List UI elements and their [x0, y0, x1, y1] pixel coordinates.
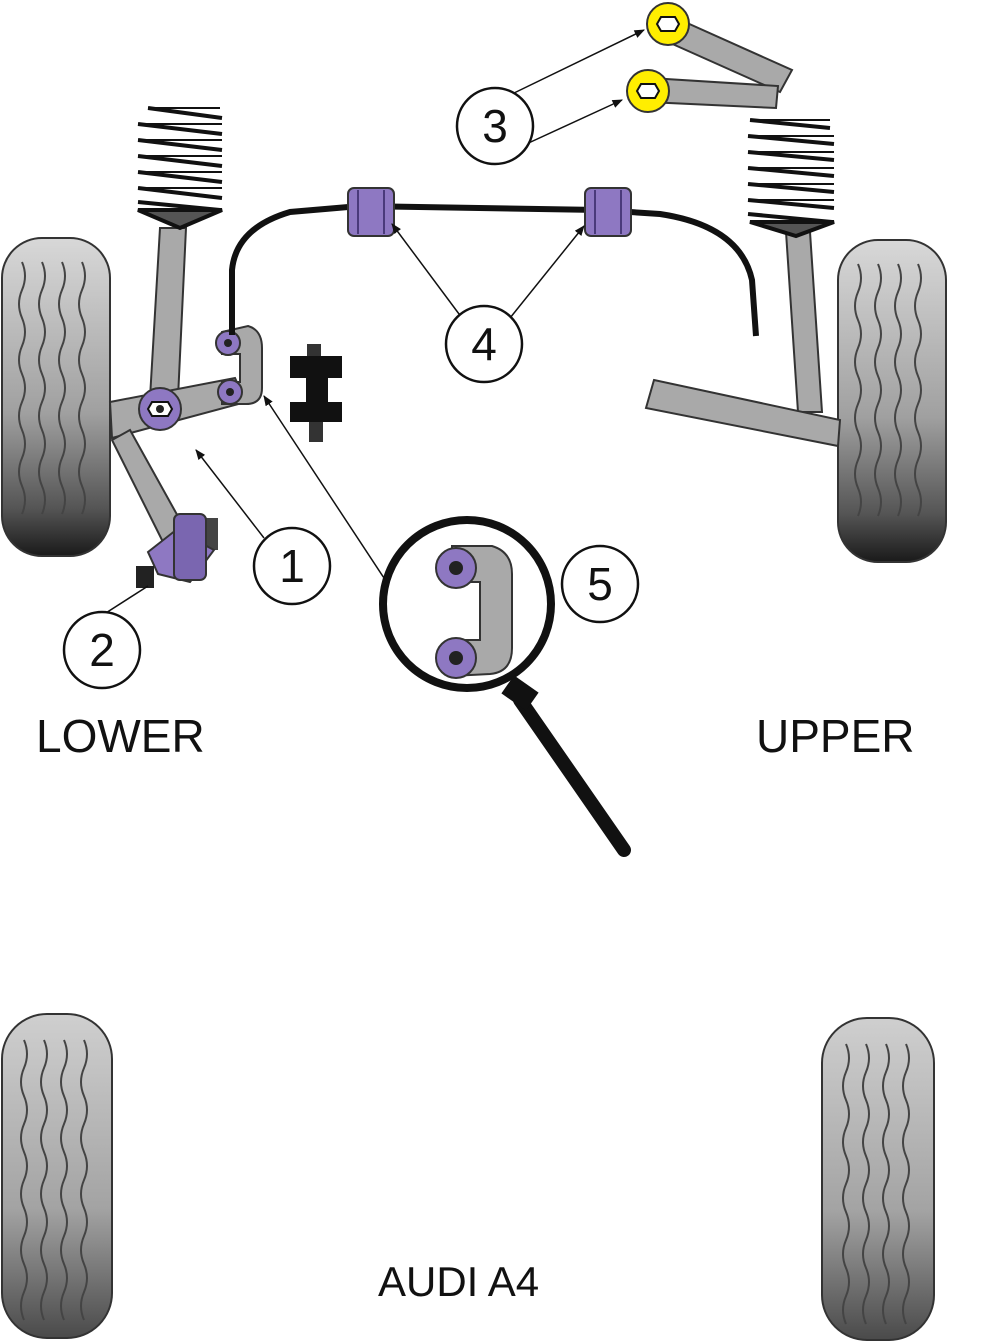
tyre-icon: [837, 239, 947, 563]
upper-label: UPPER: [756, 710, 914, 762]
lower-label: LOWER: [36, 710, 205, 762]
callout-3: 3: [455, 86, 535, 166]
callout-1: 1: [252, 526, 332, 606]
nut-icon: [655, 16, 681, 32]
trailing-arm-bush: [136, 513, 218, 588]
tyre-icon: [1, 237, 111, 557]
tyre-icon: [821, 1017, 935, 1341]
magnifier-icon: [379, 516, 631, 857]
callout-3-label: 3: [482, 100, 508, 152]
arb-bush-right: [584, 187, 632, 237]
right-lower-arm: [644, 378, 842, 448]
nut-icon: [635, 83, 661, 99]
model-title: AUDI A4: [378, 1258, 539, 1305]
lower-arm-bush: [138, 387, 182, 431]
callout-2-label: 2: [89, 624, 115, 676]
subframe-mount: [290, 344, 342, 442]
leader-lines: [97, 29, 645, 619]
callout-1-label: 1: [279, 540, 305, 592]
callout-2: 2: [62, 610, 142, 690]
upper-arm-bush-b: [626, 69, 670, 113]
coil-spring-icon: [747, 118, 835, 239]
arb-bush-left: [347, 187, 395, 237]
callout-4-label: 4: [471, 318, 497, 370]
callout-5-label: 5: [587, 558, 613, 610]
coil-spring-icon: [137, 106, 223, 231]
right-strut: [784, 231, 824, 413]
left-strut: [148, 227, 188, 399]
tyre-icon: [1, 1013, 113, 1339]
callout-4: 4: [444, 304, 524, 384]
upper-arm-bush-a: [646, 2, 690, 46]
callout-5: 5: [560, 544, 640, 624]
